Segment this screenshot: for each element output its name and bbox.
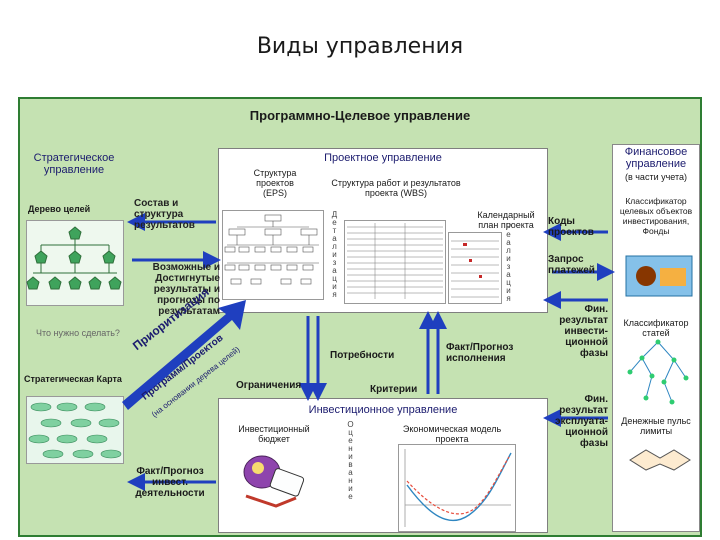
question-label: Что нужно сделать? [36, 328, 120, 338]
strategic-section: Стратегическое управление Дерево целей Ч [22, 150, 128, 530]
financial-subtitle: (в части учета) [624, 172, 688, 182]
strategy-map-label: Стратегическая Карта [24, 374, 122, 384]
budget-icon [243, 455, 305, 508]
classifier-targets-label: Классификатор целевых объектов инвестиро… [619, 196, 693, 236]
cashflow-picture [626, 440, 694, 476]
strategic-title: Стратегическое управление [33, 152, 115, 176]
composition-label: Состав и структура результатов [134, 198, 195, 231]
fact-exec-label: Факт/Прогноз исполнения [446, 342, 514, 364]
articles-picture [622, 338, 696, 410]
goal-tree-picture [26, 220, 124, 306]
calendar-picture [448, 232, 502, 304]
fin-exploit-label: Фин. результат эксплуата-ционной фазы [555, 394, 608, 449]
arrow-prioritization [122, 300, 246, 410]
goal-tree-label: Дерево целей [28, 204, 91, 214]
evaluation-vertical-label: Оценивание [346, 420, 355, 500]
strategy-map-picture [26, 396, 124, 464]
fund-icon [625, 255, 693, 297]
fin-invest-label: Фин. результат инвести-ционной фазы [559, 304, 608, 359]
criteria-label: Критерии [370, 384, 418, 395]
financial-management-box [612, 144, 700, 532]
needs-label: Потребности [330, 350, 395, 361]
detail-vertical-label: Детализация [330, 210, 339, 298]
investment-title: Инвестиционное управление [308, 404, 458, 416]
budget-label: Инвестиционный бюджет [238, 424, 310, 444]
economic-model-picture [398, 444, 516, 532]
wbs-picture [344, 220, 446, 304]
eps-label: Структура проектов (EPS) [253, 168, 297, 198]
calendar-label: Календарный план проекта [477, 210, 535, 230]
slide-title: Виды управления [256, 34, 464, 59]
classifier-articles-label: Классификатор статей [623, 318, 689, 338]
handshake-icon [629, 449, 691, 471]
project-title: Проектное управление [324, 152, 442, 164]
budget-picture [236, 446, 310, 516]
eps-picture [222, 210, 324, 300]
strategy-map-icon [28, 402, 122, 459]
possible-label: Возможные и Достигнутые результаты и про… [152, 262, 220, 317]
goal-tree-icon [26, 226, 122, 290]
limits-label: Ограничения [236, 380, 302, 391]
fund-picture [622, 246, 696, 306]
eps-tree-icon [224, 214, 319, 285]
gantt-icon [451, 240, 499, 298]
articles-tree-icon [627, 339, 689, 405]
codes-label: Коды проектов [548, 216, 594, 238]
economic-model-label: Экономическая модель проекта [402, 424, 502, 444]
cashflow-label: Денежные пульс лимиты [621, 416, 691, 436]
main-title: Программно-Целевое управление [249, 108, 471, 123]
fact-forecast-invest-label: Факт/Прогноз инвест. деятельности [135, 466, 205, 499]
wbs-table-icon [347, 223, 443, 299]
economic-model-chart-icon [404, 449, 512, 527]
wbs-label: Структура работ и результатов проекта (W… [331, 178, 461, 198]
financial-title: Финансовое управление [624, 146, 688, 170]
realization-vertical-label-visible: Реализация [504, 222, 513, 302]
payment-label: Запрос платежей [548, 254, 595, 276]
